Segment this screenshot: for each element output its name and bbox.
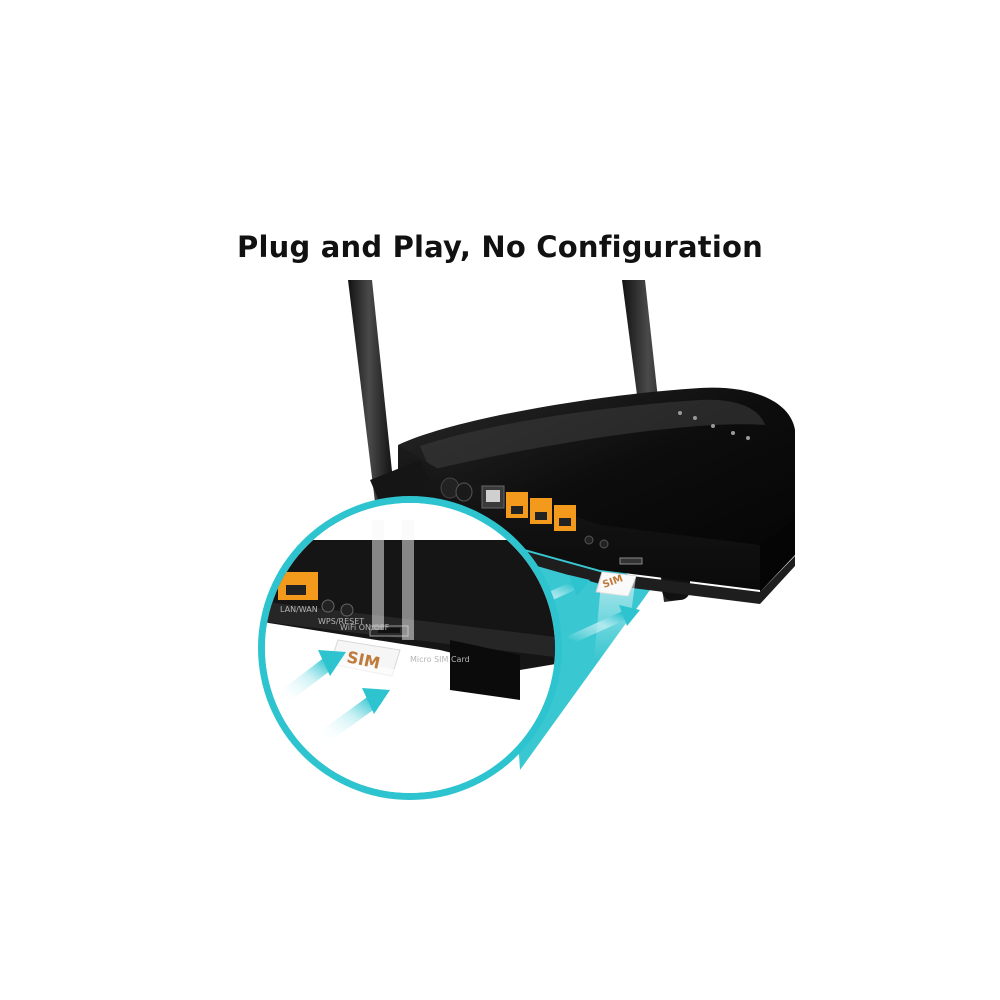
wps-reset-label: WPS/RESET: [318, 617, 364, 626]
router-body: [396, 387, 795, 604]
left-antenna: [348, 280, 432, 510]
lan-wan-label: LAN/WAN: [280, 605, 318, 614]
headline: Plug and Play, No Configuration: [237, 230, 763, 264]
zoom-callout: SIM: [258, 496, 562, 800]
sim-slot-label: Micro SIM Card: [410, 655, 470, 664]
router-ports: [440, 477, 643, 565]
wifi-onoff-label: WiFi ON/OFF: [340, 623, 390, 632]
